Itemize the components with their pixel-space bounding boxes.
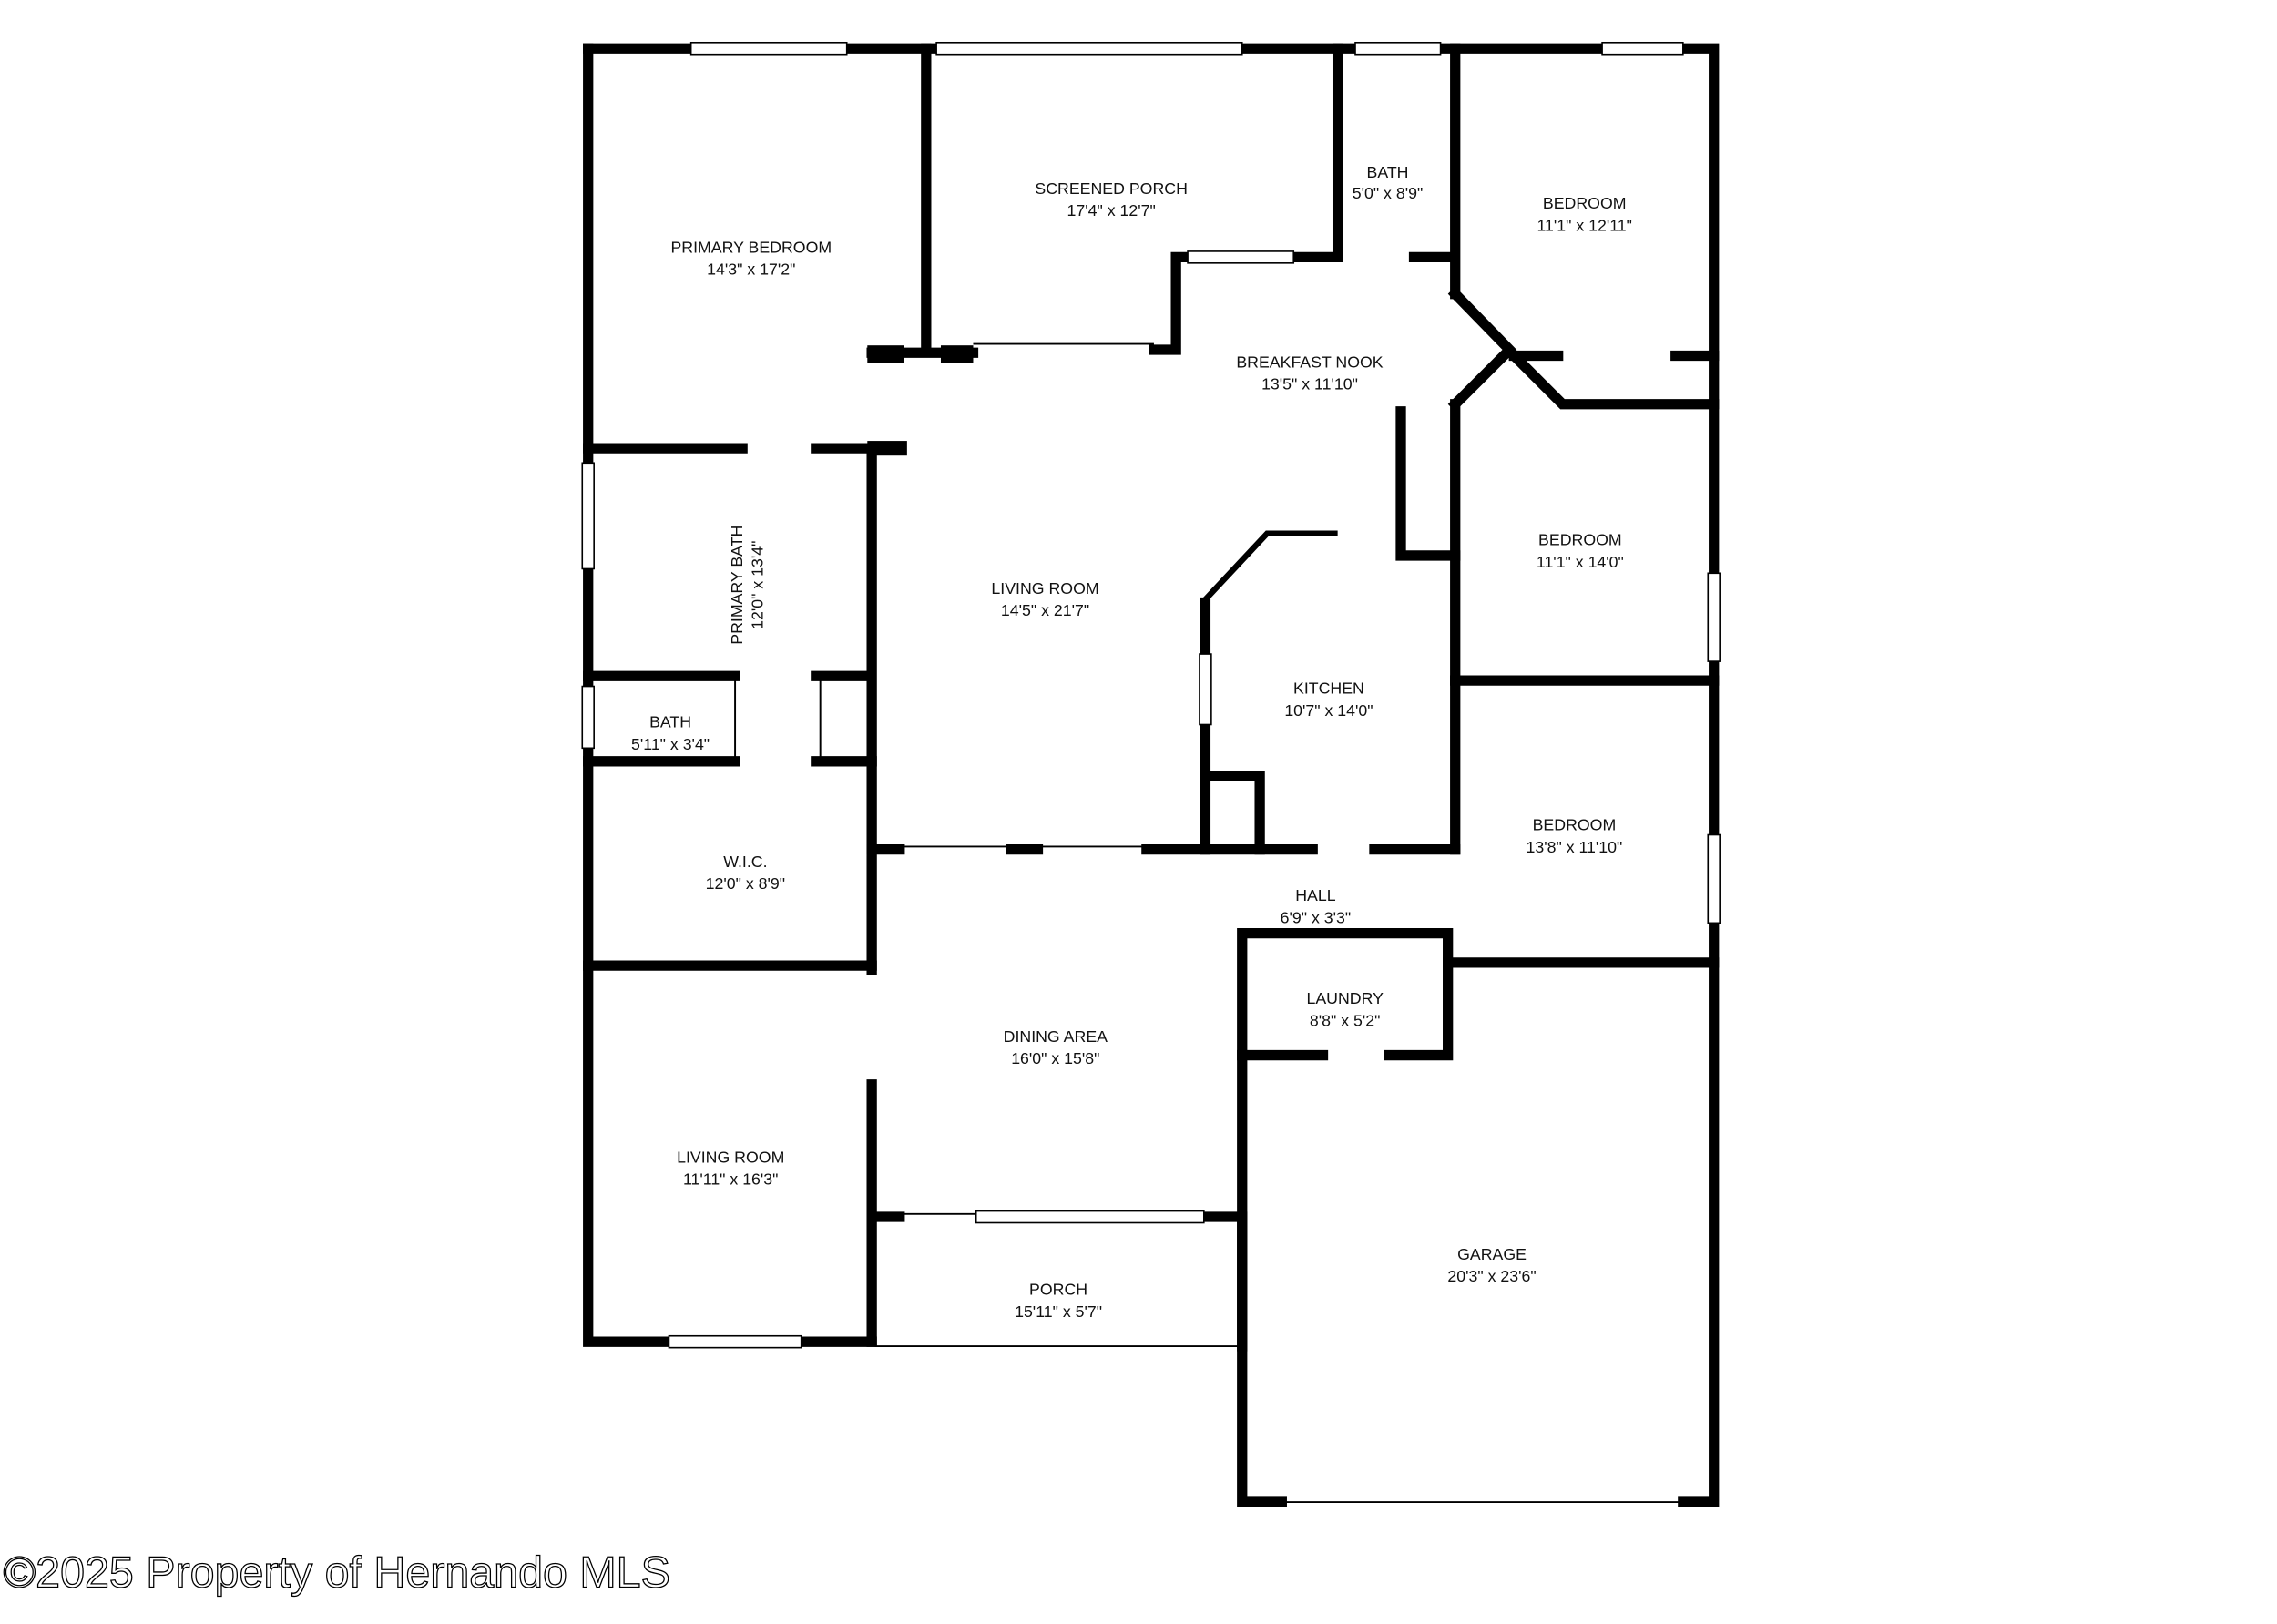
room-name: W.I.C. (723, 853, 767, 871)
watermark: ©2025 Property of Hernando MLS (4, 1548, 670, 1598)
room-name: BEDROOM (1543, 194, 1627, 212)
room-name: DINING AREA (1004, 1027, 1108, 1046)
room-name: PORCH (1029, 1281, 1087, 1299)
room-name: BATH (649, 713, 691, 731)
room-name: BREAKFAST NOOK (1236, 352, 1383, 371)
room-name: BEDROOM (1533, 816, 1617, 834)
room-name: BATH (1367, 163, 1409, 181)
room-size: 10'7" x 14'0" (1284, 701, 1373, 720)
room-size: 14'5" x 21'7" (1001, 601, 1089, 619)
room-size: 11'11" x 16'3" (683, 1170, 778, 1189)
room-size: 6'9" x 3'3" (1281, 908, 1352, 926)
room-size: 5'0" x 8'9" (1353, 184, 1424, 202)
room-size: 13'5" x 11'10" (1261, 375, 1358, 393)
room-size: 8'8" x 5'2" (1310, 1011, 1381, 1029)
windows (581, 41, 1721, 1349)
room-size: 20'3" x 23'6" (1447, 1267, 1536, 1285)
room-labels: PRIMARY BEDROOM 14'3" x 17'2" SCREENED P… (631, 163, 1632, 1321)
room-size: 12'0" x 13'4" (749, 541, 767, 629)
room-name: BEDROOM (1538, 531, 1622, 549)
room-size: 11'1" x 12'11" (1537, 216, 1632, 234)
room-name: HALL (1295, 886, 1335, 904)
room-size: 14'3" x 17'2" (707, 260, 795, 279)
room-name: PRIMARY BEDROOM (670, 239, 832, 257)
room-size: 17'4" x 12'7" (1067, 201, 1156, 220)
room-size: 13'8" x 11'10" (1527, 838, 1623, 856)
room-size: 15'11" x 5'7" (1015, 1302, 1102, 1321)
room-name: SCREENED PORCH (1035, 179, 1188, 198)
room-size: 16'0" x 15'8" (1011, 1049, 1099, 1067)
room-size: 5'11" x 3'4" (631, 735, 710, 753)
room-name: LIVING ROOM (991, 579, 1098, 598)
room-name: LIVING ROOM (677, 1148, 784, 1166)
room-size: 12'0" x 8'9" (706, 874, 785, 893)
room-name: PRIMARY BATH (728, 526, 746, 645)
room-name: GARAGE (1457, 1245, 1527, 1263)
room-name: KITCHEN (1293, 679, 1364, 698)
room-size: 11'1" x 14'0" (1537, 553, 1624, 571)
room-name: LAUNDRY (1306, 989, 1384, 1007)
